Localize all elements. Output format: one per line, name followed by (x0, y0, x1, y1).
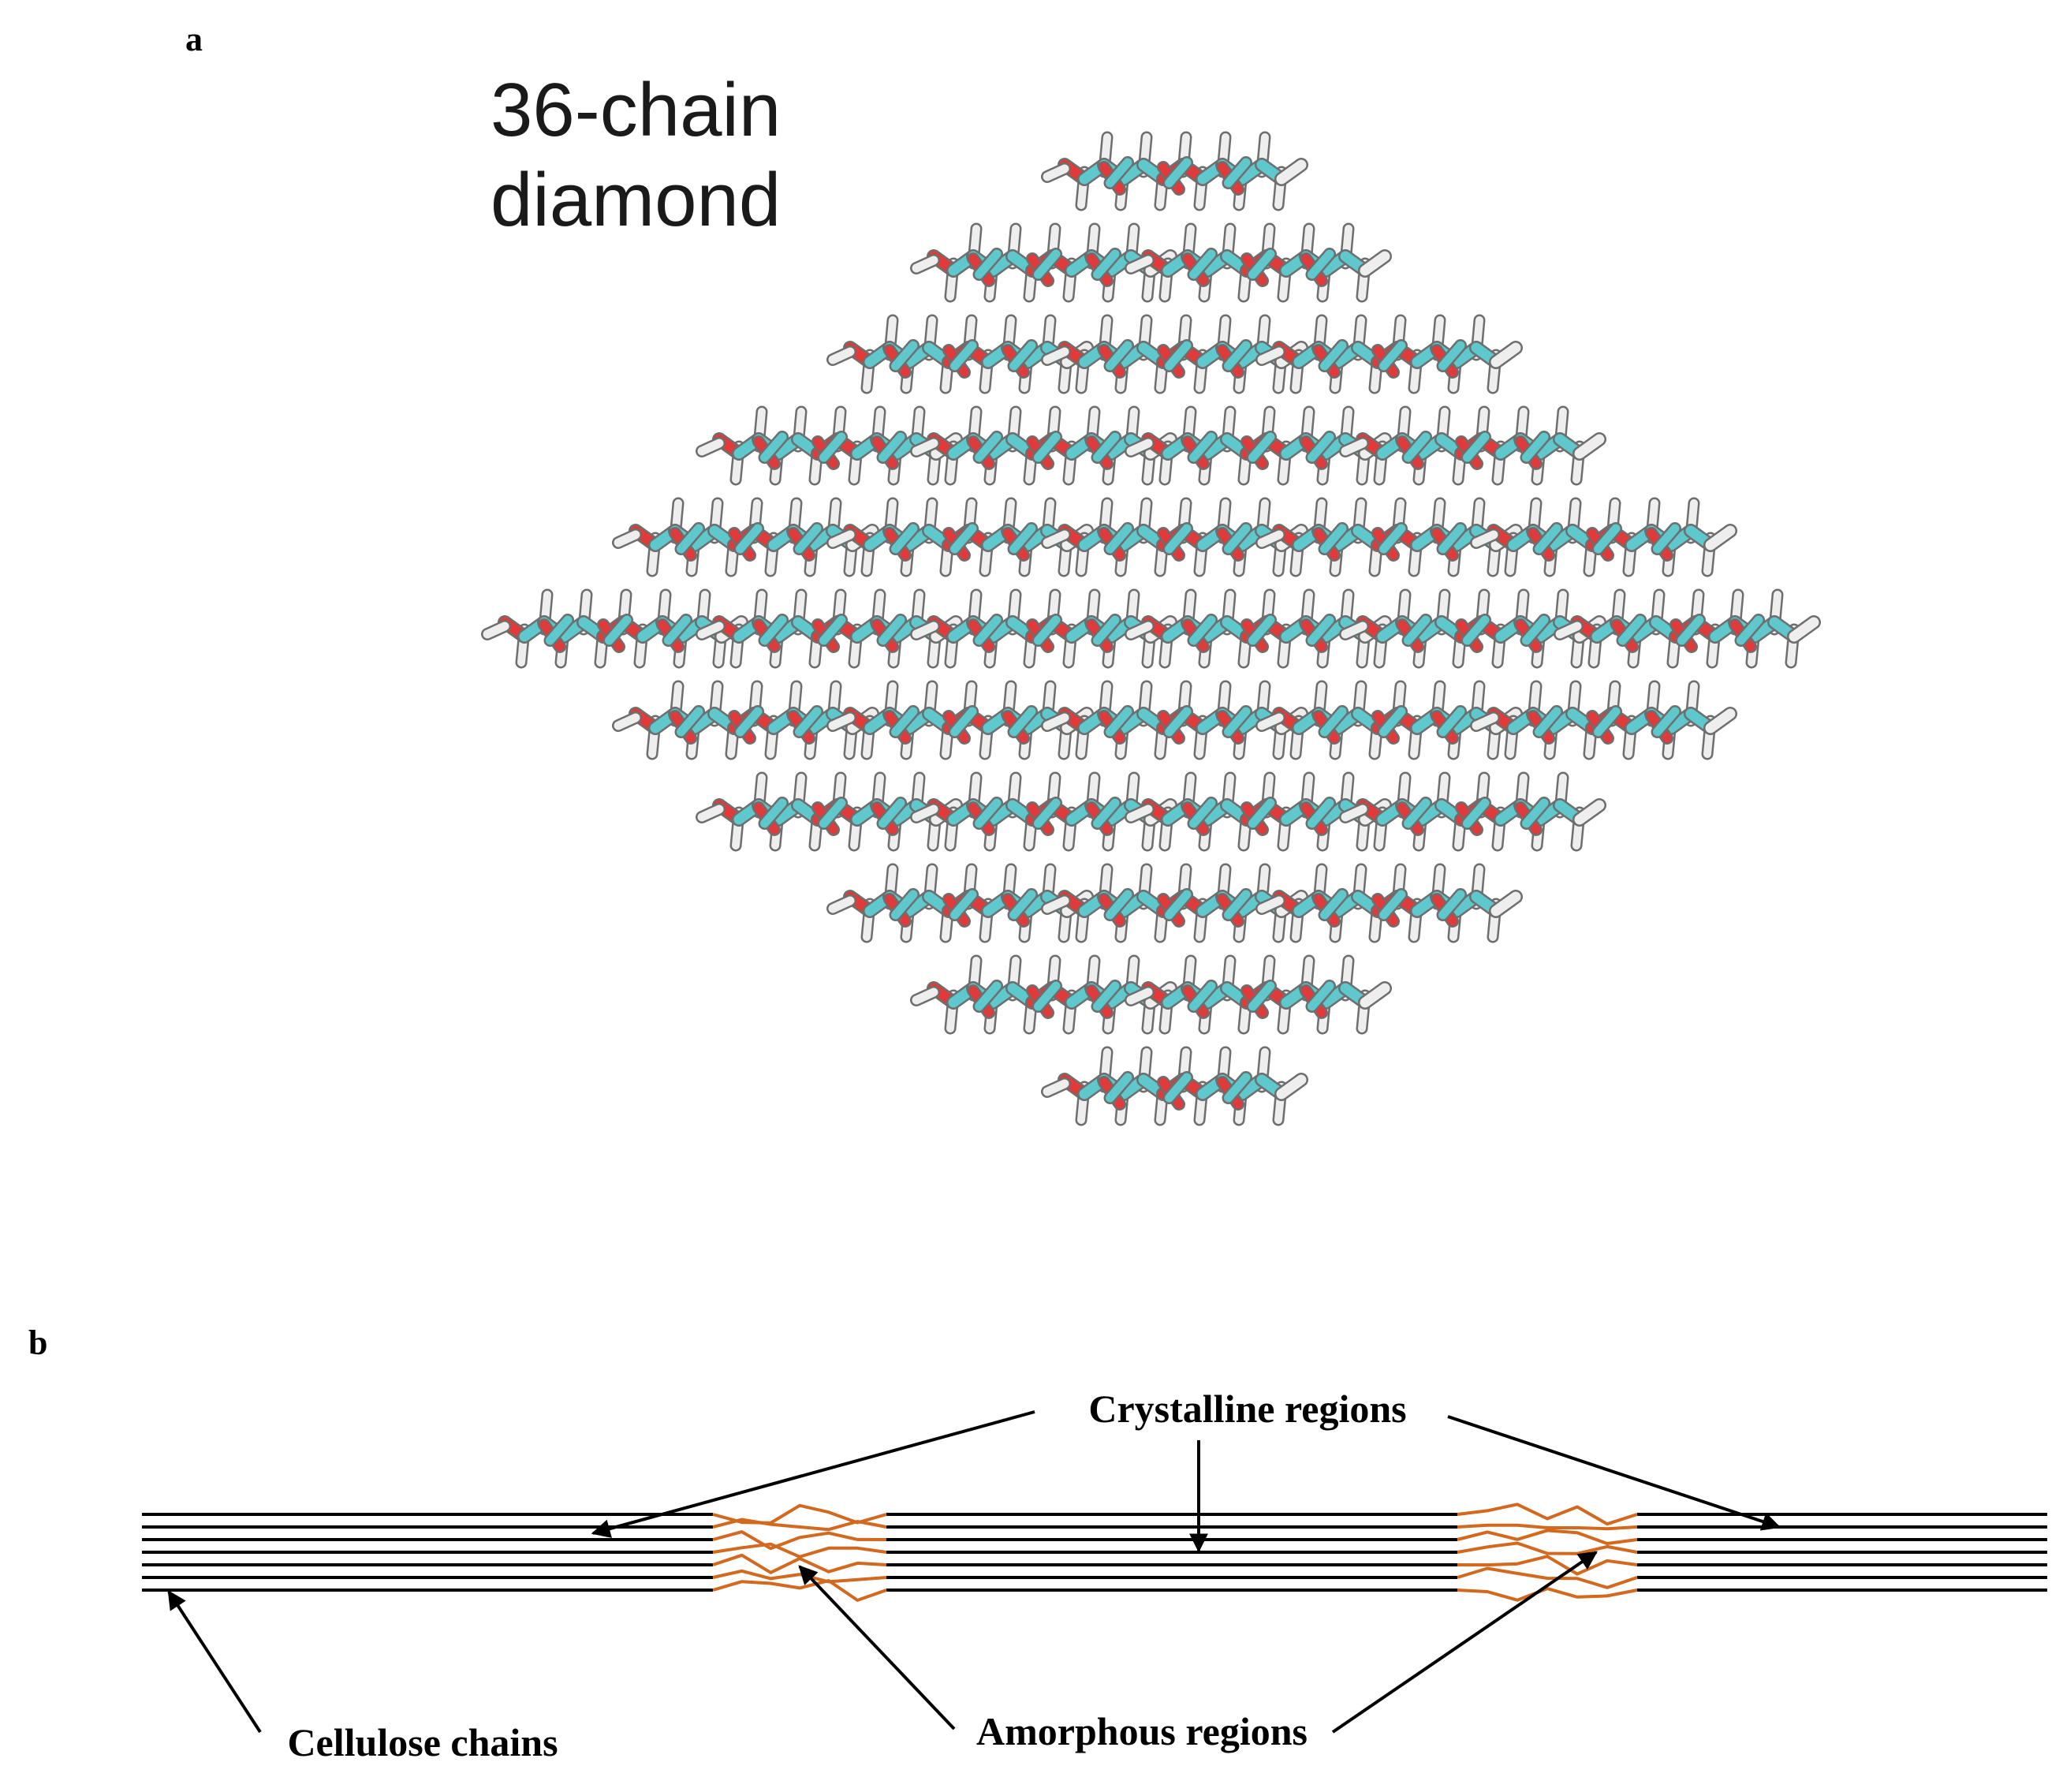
callout-arrows (167, 1410, 1781, 1734)
cellulose-chain-molecule (1041, 1046, 1308, 1126)
amorphous-chain-line (1457, 1566, 1638, 1589)
chain-row (910, 954, 1392, 1035)
chain-diamond (481, 131, 1821, 1126)
chain-row (910, 222, 1392, 303)
cellulose-chain-molecule (1041, 314, 1308, 394)
cellulose-fibril (142, 1503, 2047, 1602)
amorphous-chain-line (712, 1569, 887, 1584)
chain-row (826, 314, 1523, 394)
cellulose-chain-molecule (1470, 680, 1737, 760)
amorphous-region-2 (1457, 1503, 1638, 1602)
cellulose-chain-molecule (1255, 680, 1523, 760)
amorphous-chain-line (1457, 1541, 1638, 1555)
panel-a-title-line2: diamond (491, 158, 781, 242)
amorphous-chain-line (1457, 1523, 1638, 1531)
cellulose-chain-molecule (696, 588, 963, 669)
crystalline-chain-lines (142, 1513, 2047, 1592)
chain-row (1041, 131, 1308, 211)
cellulose-chain-molecule (1554, 588, 1821, 669)
chain-row (481, 588, 1821, 669)
chain-row (1041, 1046, 1308, 1126)
arrow-amorphous-left (798, 1565, 956, 1730)
cellulose-chain-molecule (481, 588, 748, 669)
chain-row (612, 497, 1737, 577)
cellulose-chain-molecule (1125, 405, 1392, 486)
cellulose-chain-molecule (1041, 680, 1308, 760)
panel-a-letter: a (185, 20, 203, 58)
cellulose-chain-molecule (1041, 131, 1308, 211)
chain-row (696, 771, 1606, 852)
arrow-crystalline-right (1447, 1415, 1781, 1531)
arrow-amorphous-right (1331, 1551, 1598, 1734)
chain-row (826, 863, 1523, 943)
arrow-cellulose-chains (167, 1589, 262, 1734)
amorphous-chain-line (1457, 1503, 1638, 1526)
amorphous-region-1 (712, 1503, 887, 1602)
arrow-crystalline-left (591, 1410, 1035, 1538)
cellulose-chain-molecule (1125, 222, 1392, 303)
cellulose-chain-molecule (910, 405, 1177, 486)
amorphous-chain-line (712, 1579, 887, 1602)
cellulose-chain-molecule (1470, 497, 1737, 577)
amorphous-chain-line (712, 1530, 887, 1551)
amorphous-regions-label: Amorphous regions (976, 1709, 1308, 1753)
panel-a-title-line1: 36-chain (491, 68, 781, 152)
cellulose-chain-molecule (1255, 314, 1523, 394)
cellulose-chain-molecule (1255, 863, 1523, 943)
amorphous-chain-line (1457, 1529, 1638, 1545)
cellulose-chain-molecule (1339, 405, 1606, 486)
amorphous-chain-line (712, 1553, 887, 1574)
cellulose-chain-molecule (1125, 771, 1392, 852)
cellulose-chain-molecule (910, 222, 1177, 303)
panel-b-letter: b (28, 1323, 47, 1362)
amorphous-chain-line (712, 1542, 887, 1559)
cellulose-chain-molecule (612, 680, 879, 760)
cellulose-chains-label: Cellulose chains (287, 1720, 558, 1764)
cellulose-chain-molecule (910, 954, 1177, 1035)
chain-row (612, 680, 1737, 760)
amorphous-chain-line (1457, 1555, 1638, 1576)
crystalline-regions-label: Crystalline regions (1088, 1387, 1406, 1431)
cellulose-chain-molecule (1125, 588, 1392, 669)
amorphous-chain-line (712, 1518, 887, 1532)
chain-row (696, 405, 1606, 486)
cellulose-chain-molecule (1125, 954, 1392, 1035)
panel-b: b Crystalline regions Amorphous regions … (28, 1323, 2047, 1764)
cellulose-chain-molecule (696, 771, 963, 852)
cellulose-chain-molecule (826, 863, 1094, 943)
cellulose-chain-molecule (1339, 771, 1606, 852)
panel-a: a 36-chain diamond (185, 20, 1821, 1126)
amorphous-chain-line (1457, 1587, 1638, 1602)
cellulose-chain-molecule (1255, 497, 1523, 577)
cellulose-chain-molecule (1041, 497, 1308, 577)
